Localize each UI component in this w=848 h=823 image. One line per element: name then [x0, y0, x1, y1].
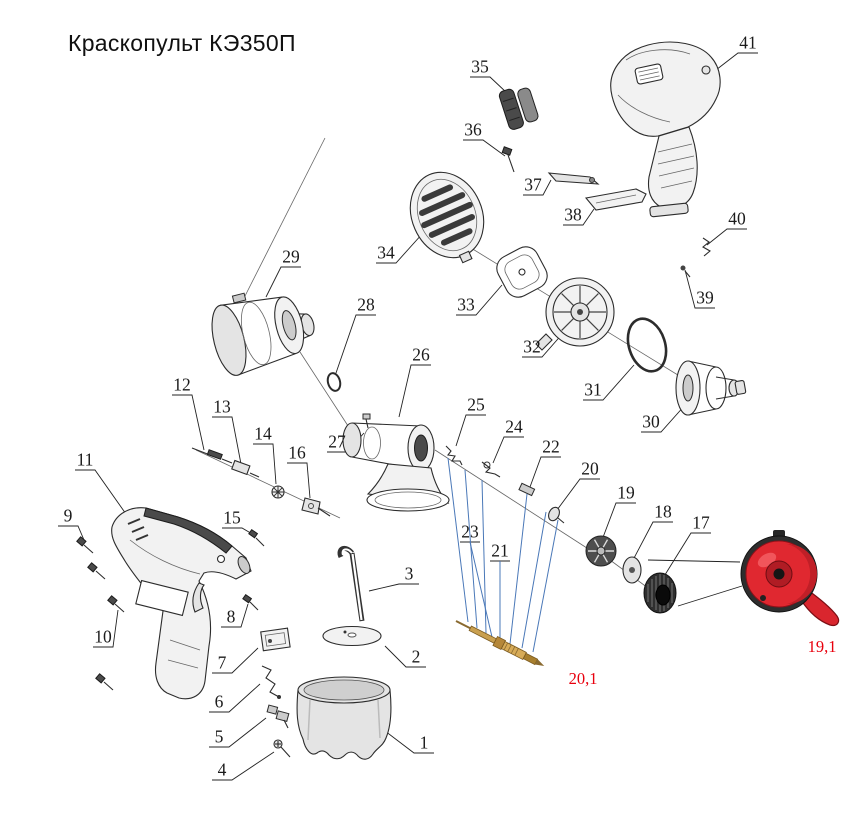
- part-label-30: 30: [642, 411, 660, 432]
- part-label-9: 9: [63, 505, 73, 526]
- part-6-wire-clip: [261, 665, 281, 699]
- part-label-13: 13: [213, 396, 231, 417]
- part-30-rear-cap: [675, 360, 747, 416]
- part-label-5: 5: [214, 726, 224, 747]
- part-label-10: 10: [94, 626, 112, 647]
- part-20-cap: [548, 506, 565, 524]
- part-7-bracket: [260, 627, 291, 652]
- part-39-screw: [680, 265, 691, 278]
- part-label-15: 15: [223, 507, 241, 528]
- part-19-fan: [585, 535, 617, 567]
- part-label-39: 39: [696, 287, 714, 308]
- part-label-19,1: 19,1: [807, 636, 837, 656]
- highlight-part-needle: [455, 620, 545, 666]
- part-11-gun-body: [111, 507, 252, 700]
- part-label-23: 23: [461, 521, 479, 542]
- part-4-screw: [273, 739, 291, 758]
- part-2-lid: [322, 625, 382, 647]
- highlight-part-red-head: [740, 530, 840, 627]
- gun-nameplate: [135, 579, 189, 617]
- part-label-1: 1: [419, 732, 429, 753]
- part-37-lever: [547, 172, 600, 185]
- part-13-block: [231, 459, 260, 478]
- part-label-14: 14: [254, 423, 272, 444]
- part-label-36: 36: [464, 119, 482, 140]
- gun-trigger: [192, 582, 205, 613]
- part-38-bracket: [584, 188, 647, 211]
- part-label-12: 12: [173, 374, 191, 395]
- part-label-7: 7: [217, 652, 227, 673]
- part-12-needle: [191, 447, 233, 464]
- part-label-4: 4: [217, 759, 227, 780]
- part-label-26: 26: [412, 344, 430, 365]
- part-label-31: 31: [584, 379, 602, 400]
- part-36-screw: [501, 146, 515, 173]
- part-28-o-ring: [326, 372, 342, 392]
- part-label-41: 41: [739, 32, 757, 53]
- part-3-tube: [337, 545, 365, 622]
- part-5-connector: [266, 704, 290, 729]
- part-label-16: 16: [288, 442, 306, 463]
- part-label-6: 6: [214, 691, 224, 712]
- part-label-32: 32: [523, 336, 541, 357]
- part-label-28: 28: [357, 294, 375, 315]
- part-15-screw: [248, 528, 265, 547]
- part-label-17: 17: [692, 512, 710, 533]
- red-head-lever: [800, 587, 840, 627]
- part-label-40: 40: [728, 208, 746, 229]
- part-27-screw: [362, 413, 371, 429]
- part-label-29: 29: [282, 246, 300, 267]
- part-22-sleeve: [518, 482, 536, 497]
- part-33-plate: [496, 246, 548, 298]
- part-label-20: 20: [581, 458, 599, 479]
- part-26-pump-housing: [342, 413, 450, 512]
- part-35-clip: [498, 87, 539, 130]
- part-31-o-ring: [626, 317, 668, 373]
- part-label-20,1: 20,1: [568, 668, 598, 688]
- part-17-knurled-cap: [643, 572, 677, 614]
- part-14-star-washer: [271, 485, 285, 499]
- part-label-38: 38: [564, 204, 582, 225]
- part-label-27: 27: [328, 431, 346, 452]
- part-label-18: 18: [654, 501, 672, 522]
- part-41-motor-housing: [610, 41, 721, 218]
- part-label-2: 2: [411, 646, 421, 667]
- diagram-title: Краскопульт КЭ350П: [68, 30, 296, 56]
- part-label-33: 33: [457, 294, 475, 315]
- part-label-25: 25: [467, 394, 485, 415]
- part-16-bracket: [301, 497, 331, 517]
- part-label-34: 34: [377, 242, 395, 263]
- blue-leader-lines: [447, 457, 559, 653]
- part-label-11: 11: [76, 449, 94, 470]
- part-label-37: 37: [524, 174, 542, 195]
- part-label-19: 19: [617, 482, 635, 503]
- part-34-vent-plate: [409, 171, 485, 264]
- part-32-grille-ring: [535, 277, 615, 351]
- part-24-spring: [481, 461, 501, 478]
- part-40-spring: [702, 237, 711, 257]
- part-label-8: 8: [226, 606, 236, 627]
- part-1-container: [296, 676, 392, 760]
- part-25-needle-spring: [445, 445, 463, 466]
- part-29-front-housing: [211, 292, 315, 376]
- part-8-screw: [242, 593, 259, 611]
- part-label-35: 35: [471, 56, 489, 77]
- part-label-24: 24: [505, 416, 523, 437]
- part-label-3: 3: [404, 563, 414, 584]
- part-18-disc: [622, 556, 642, 584]
- screws-left: [76, 536, 125, 691]
- part-label-22: 22: [542, 436, 560, 457]
- part-label-21: 21: [491, 540, 509, 561]
